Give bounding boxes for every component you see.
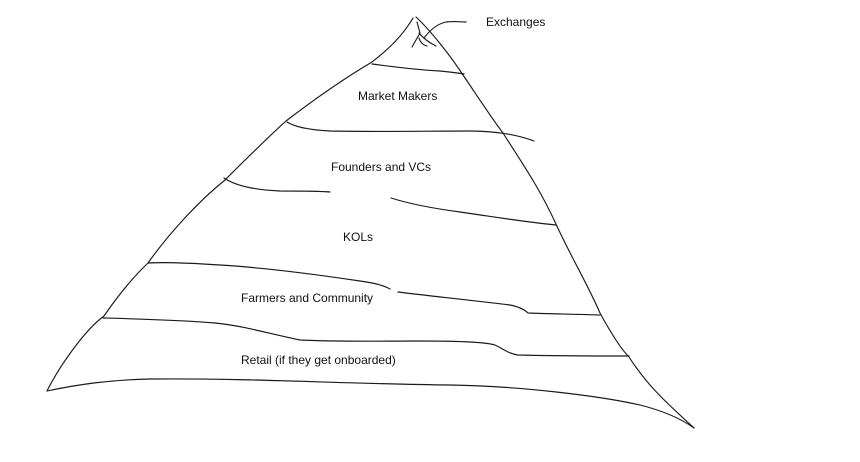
divider-line-4a xyxy=(147,262,391,290)
exchanges-pointer-line xyxy=(423,20,467,39)
pyramid-base xyxy=(46,378,695,429)
pyramid-right-edge xyxy=(415,16,695,429)
apex-scribble xyxy=(411,21,437,48)
divider-line-4b xyxy=(397,291,601,316)
tier-label-market-makers: Market Makers xyxy=(358,89,437,103)
divider-line-3a xyxy=(223,177,331,193)
divider-line-3b xyxy=(390,197,557,226)
pyramid-left-edge xyxy=(46,17,414,392)
tier-label-kols: KOLs xyxy=(343,230,373,244)
divider-line-1 xyxy=(371,63,465,75)
tier-label-farmers-community: Farmers and Community xyxy=(241,291,373,305)
divider-line-5 xyxy=(102,317,630,357)
divider-line-2 xyxy=(286,121,535,142)
tier-label-retail: Retail (if they get onboarded) xyxy=(241,353,396,367)
tier-label-founders-vcs: Founders and VCs xyxy=(331,160,431,174)
tier-label-exchanges: Exchanges xyxy=(486,15,545,29)
